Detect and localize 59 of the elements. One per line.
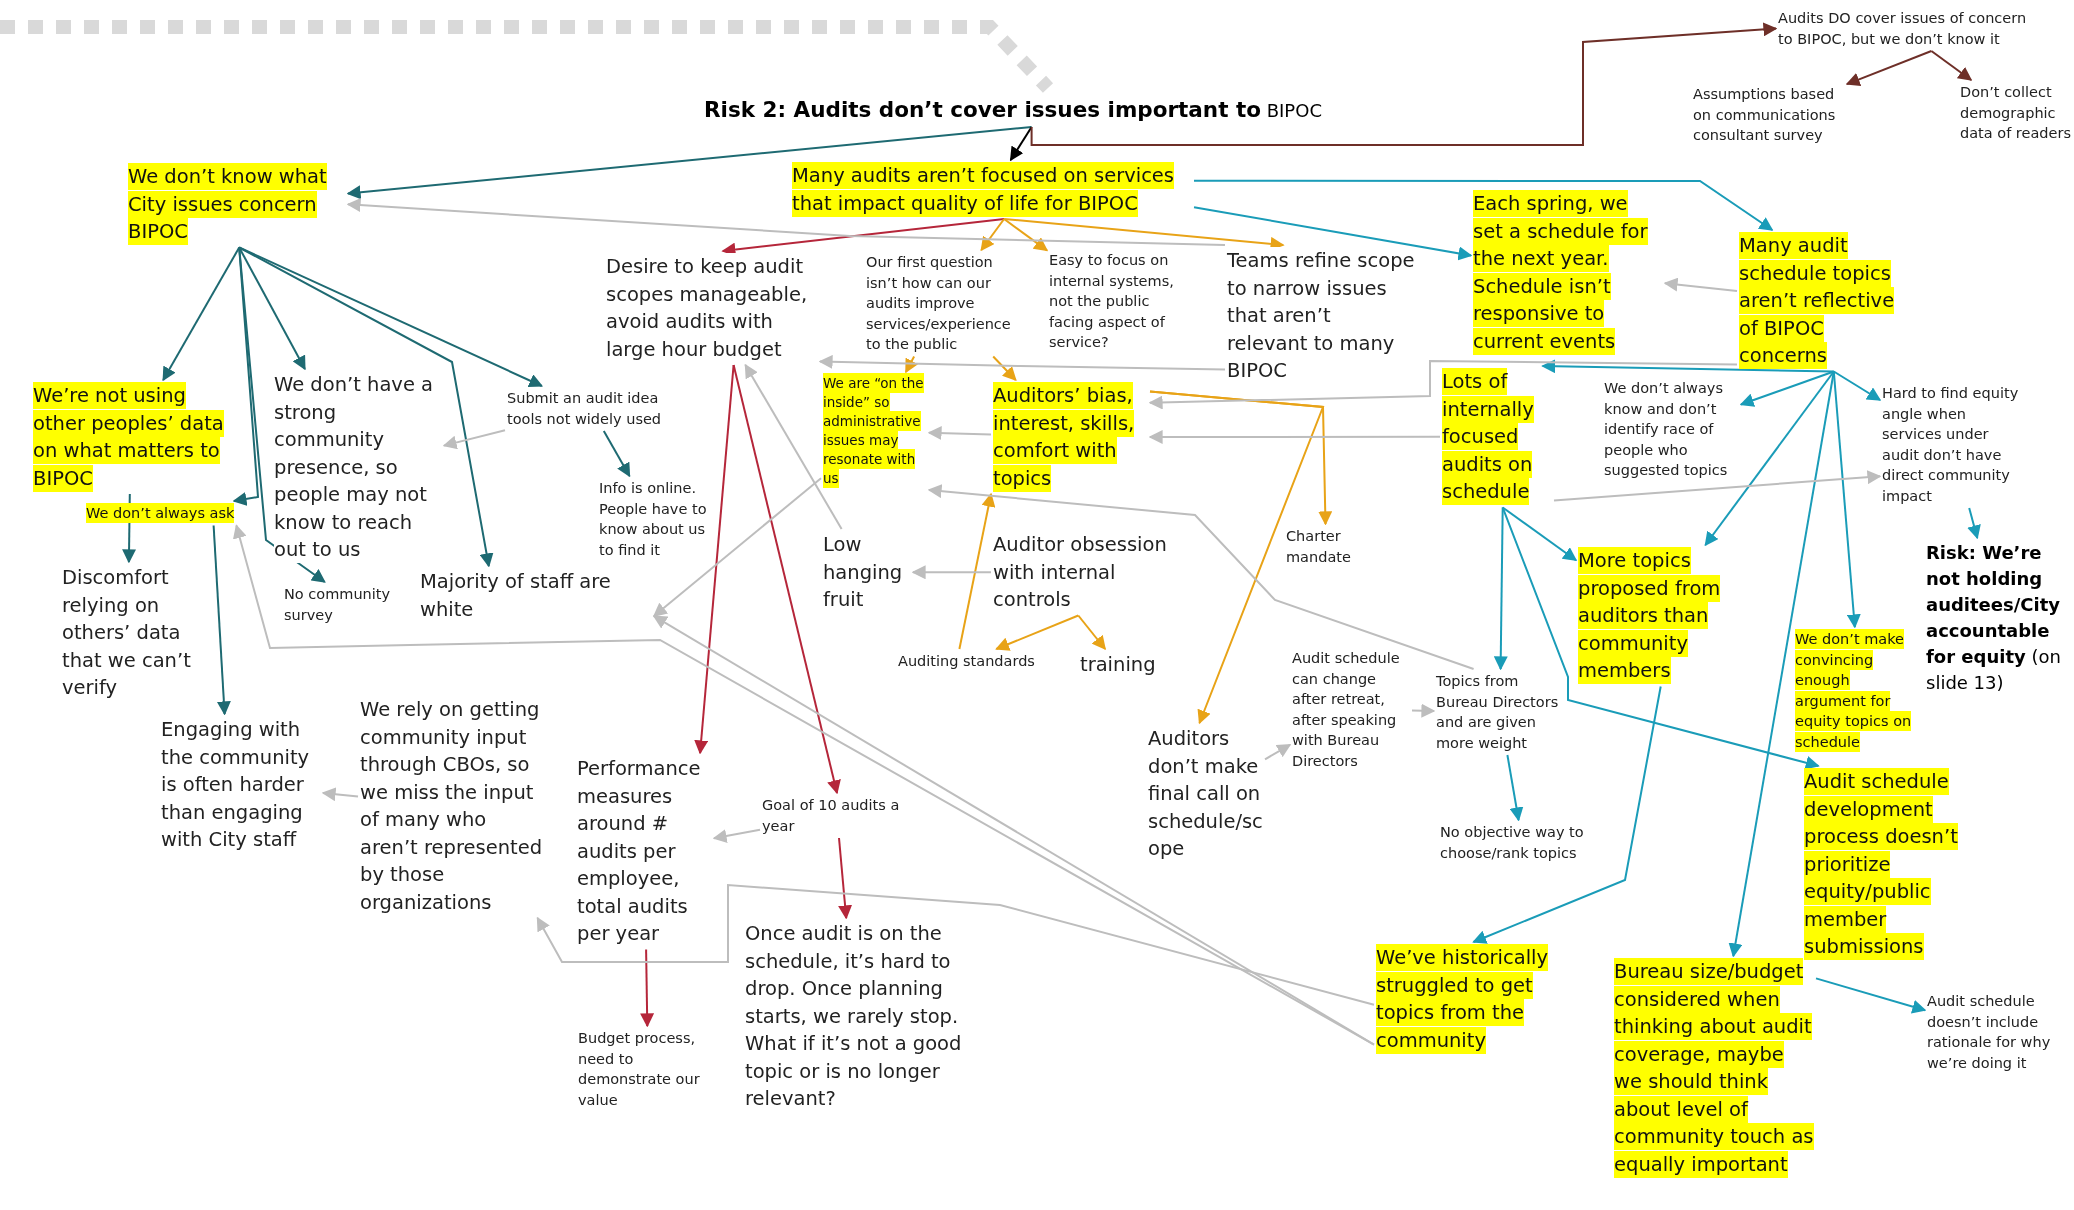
highlighted-note: We don’t always ask: [86, 503, 235, 524]
arrow: [1541, 359, 1835, 374]
arrow: [212, 524, 231, 716]
arrow: [818, 354, 1226, 371]
arrow: [958, 492, 996, 650]
arrow: [992, 355, 1017, 381]
arrow: [1704, 370, 1835, 547]
arrow: [238, 246, 306, 371]
arrow: [233, 524, 1375, 1046]
arrow: [1845, 50, 1933, 86]
highlighted-note: We are “on the inside” so administrative issues may resonate with us: [823, 374, 927, 488]
arrow: [238, 246, 544, 388]
arrow: [838, 837, 853, 920]
arrow: [911, 565, 992, 580]
arrow: [1493, 506, 1508, 671]
arrow: [1506, 754, 1524, 822]
arrow: [1739, 370, 1835, 407]
arrow: [346, 126, 1033, 200]
arrow: [238, 246, 326, 583]
arrow: [732, 364, 841, 795]
arrow: [652, 477, 822, 618]
arrow: [1148, 360, 1738, 410]
arrow: [1728, 370, 1835, 958]
arrow: [904, 355, 918, 374]
arrow: [1663, 277, 1738, 293]
arrow: [1077, 614, 1107, 651]
arrow: [1815, 977, 1927, 1014]
arrow: [927, 484, 1475, 670]
arrow: [1472, 685, 1662, 944]
arrow: [1009, 126, 1033, 162]
arrow: [1832, 370, 1861, 629]
arrow: [442, 429, 506, 450]
arrow: [980, 218, 1006, 252]
arrow: [1832, 370, 1882, 401]
arrow: [321, 787, 359, 802]
arrow: [744, 363, 843, 530]
arrow: [640, 948, 655, 1028]
arrow: [1930, 50, 1973, 81]
arrow: [712, 828, 761, 843]
arrow: [1967, 507, 1981, 540]
arrow: [995, 614, 1080, 651]
arrow: [1193, 206, 1473, 261]
arrow: [162, 246, 241, 382]
arrow: [1264, 743, 1292, 761]
arrow: [1149, 390, 1325, 725]
arrow: [602, 430, 631, 478]
arrow: [1501, 506, 1578, 562]
arrow: [1030, 22, 1778, 146]
arrow: [1193, 179, 1774, 231]
arrow: [346, 198, 1226, 246]
arrow: [1411, 703, 1436, 718]
arrow: [1003, 218, 1049, 252]
arrow: [1501, 506, 1820, 770]
arrow: [1148, 430, 1441, 444]
arrow: [927, 426, 992, 441]
highlighted-note: Bureau size/budget considered when thinking about audit coverage, maybe we should think about level of community touch as equally important: [1614, 958, 1814, 1178]
arrow: [694, 364, 735, 755]
arrow: [1553, 470, 1882, 502]
arrow: [536, 883, 1375, 1006]
